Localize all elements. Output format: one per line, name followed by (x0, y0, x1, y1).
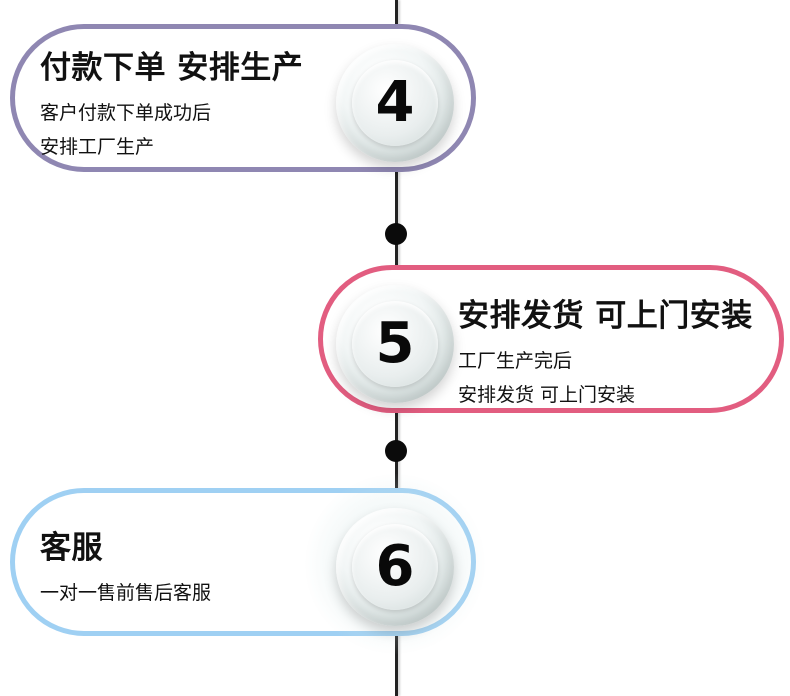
step-5-text: 安排发货 可上门安装 工厂生产完后 安排发货 可上门安装 (458, 298, 753, 412)
step-6-badge: 6 (336, 508, 454, 626)
step-6-description: 一对一售前售后客服 (40, 576, 211, 610)
step-5-line-1: 工厂生产完后 (458, 350, 573, 372)
step-4-number: 4 (375, 70, 415, 135)
step-5-number: 5 (375, 311, 415, 376)
step-4-text: 付款下单 安排生产 客户付款下单成功后 安排工厂生产 (40, 50, 303, 164)
step-4-title: 付款下单 安排生产 (40, 50, 304, 86)
step-6-number: 6 (375, 534, 415, 599)
step-4-description: 客户付款下单成功后 安排工厂生产 (40, 96, 303, 164)
step-6-text: 客服 一对一售前售后客服 (40, 530, 211, 610)
step-4-line-1: 客户付款下单成功后 (40, 102, 212, 124)
step-4-badge: 4 (336, 44, 454, 162)
step-5-description: 工厂生产完后 安排发货 可上门安装 (458, 344, 753, 412)
step-4-line-2: 安排工厂生产 (40, 136, 155, 158)
step-5-badge: 5 (336, 285, 454, 403)
step-6-title: 客服 (40, 530, 103, 566)
step-5-title: 安排发货 可上门安装 (458, 298, 753, 334)
timeline-dot (385, 440, 407, 462)
step-5-line-2: 安排发货 可上门安装 (458, 384, 636, 406)
timeline-dot (385, 223, 407, 245)
step-6-line-1: 一对一售前售后客服 (40, 582, 212, 604)
